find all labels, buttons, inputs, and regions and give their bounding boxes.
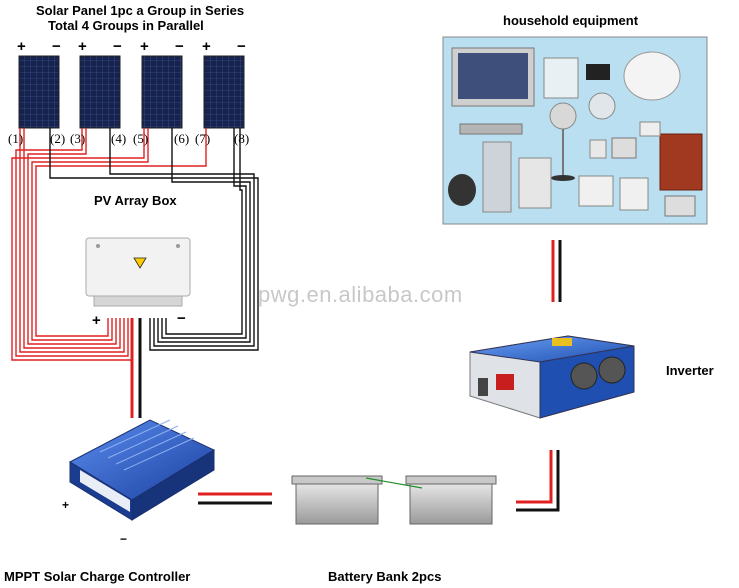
terminal-7-label: (7) — [195, 131, 211, 146]
solar-panel-2 — [79, 55, 121, 129]
panel-3-plus: + — [140, 38, 149, 55]
battery-bank-label: Battery Bank 2pcs — [328, 569, 442, 584]
panel-1-plus: + — [17, 38, 26, 55]
solar-panel-3 — [141, 55, 183, 129]
inverter-battery-negative-wire — [516, 450, 560, 512]
battery-2 — [405, 475, 497, 525]
panel-4-plus: + — [202, 38, 211, 55]
inverter-battery-positive-wire — [516, 450, 553, 504]
negative-panel-wires — [49, 128, 259, 351]
terminal-1-label: (1) — [8, 131, 24, 146]
terminal-8-label: (8) — [234, 131, 250, 146]
solar-panel-1 — [18, 55, 60, 129]
controller-plus: + — [62, 498, 70, 512]
terminal-5-label: (5) — [133, 131, 149, 146]
pv-array-box — [85, 237, 191, 307]
positive-panel-wires — [11, 128, 207, 361]
terminal-6-label: (6) — [174, 131, 190, 146]
controller-label: MPPT Solar Charge Controller — [4, 569, 191, 584]
header-line-1: Solar Panel 1pc a Group in Series — [36, 3, 245, 18]
panel-3-minus: − — [175, 38, 184, 55]
panel-1-minus: − — [52, 38, 61, 55]
charge-controller-device — [68, 419, 216, 521]
header-line-2: Total 4 Groups in Parallel — [48, 18, 204, 33]
pv-box-plus: + — [92, 312, 101, 329]
pv-box-minus: − — [177, 310, 186, 327]
household-equipment-image — [442, 36, 708, 225]
terminal-4-label: (4) — [111, 131, 127, 146]
battery-link-wire — [365, 477, 423, 489]
pv-array-box-label: PV Array Box — [94, 193, 177, 208]
battery-1 — [291, 475, 383, 525]
controller-minus: − — [120, 532, 128, 546]
terminal-2-label: (2) — [50, 131, 66, 146]
solar-panel-4 — [203, 55, 245, 129]
panel-2-plus: + — [78, 38, 87, 55]
household-equipment-label: household equipment — [503, 13, 639, 28]
inverter-label: Inverter — [666, 363, 714, 378]
terminal-3-label: (3) — [70, 131, 86, 146]
inverter-device — [469, 335, 635, 419]
panel-4-minus: − — [237, 38, 246, 55]
panel-2-minus: − — [113, 38, 122, 55]
watermark-text: pwg.en.alibaba.com — [258, 282, 463, 307]
